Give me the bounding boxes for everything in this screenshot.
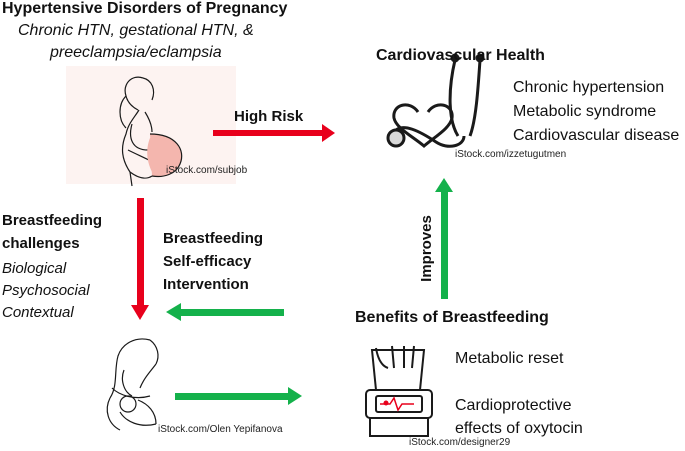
intervention-left-arrow [166,303,284,321]
hdp-subtitle-line1: Chronic HTN, gestational HTN, & [18,22,254,39]
intervention-line1: Breastfeeding [163,230,264,247]
hdp-subtitle-line2: preeclampsia/eclampsia [50,44,222,61]
benefits-item-1: Metabolic reset [455,350,564,367]
hdp-title: Hypertensive Disorders of Pregnancy [2,0,288,17]
challenges-down-arrow [131,198,149,320]
challenges-item-3: Contextual [2,304,74,321]
challenges-item-2: Psychosocial [2,282,90,299]
challenges-title-line2: challenges [2,235,80,252]
stethoscope-icon [386,53,485,148]
cardio-image-credit: iStock.com/izzetugutmen [455,149,567,160]
breastfeeding-right-arrow [175,387,302,405]
challenges-item-1: Biological [2,260,67,277]
breastfeeding-image-credit: iStock.com/Olen Yepifanova [158,424,283,435]
intervention-line3: Intervention [163,276,249,293]
benefits-image-credit: iStock.com/designer29 [409,437,511,448]
mother-breastfeeding-icon [106,338,159,431]
improves-label: Improves [417,215,435,282]
intervention-line2: Self-efficacy [163,253,252,270]
high-risk-label: High Risk [234,108,304,125]
pregnant-belly-shape [147,138,177,173]
hdp-image-credit: iStock.com/subjob [166,165,248,176]
benefits-item-2-line1: Cardioprotective [455,397,572,414]
improves-arrow [435,178,453,299]
cardio-item-2: Metabolic syndrome [513,103,657,120]
cardio-item-3: Cardiovascular disease [513,127,680,144]
wrist-monitor-icon [365,345,433,437]
cardio-item-1: Chronic hypertension [513,79,665,96]
benefits-title: Benefits of Breastfeeding [355,309,549,326]
challenges-title-line1: Breastfeeding [2,212,103,229]
cardio-title: Cardiovascular Health [376,47,545,64]
benefits-item-2-line2: effects of oxytocin [455,420,583,437]
high-risk-arrow [213,124,335,142]
